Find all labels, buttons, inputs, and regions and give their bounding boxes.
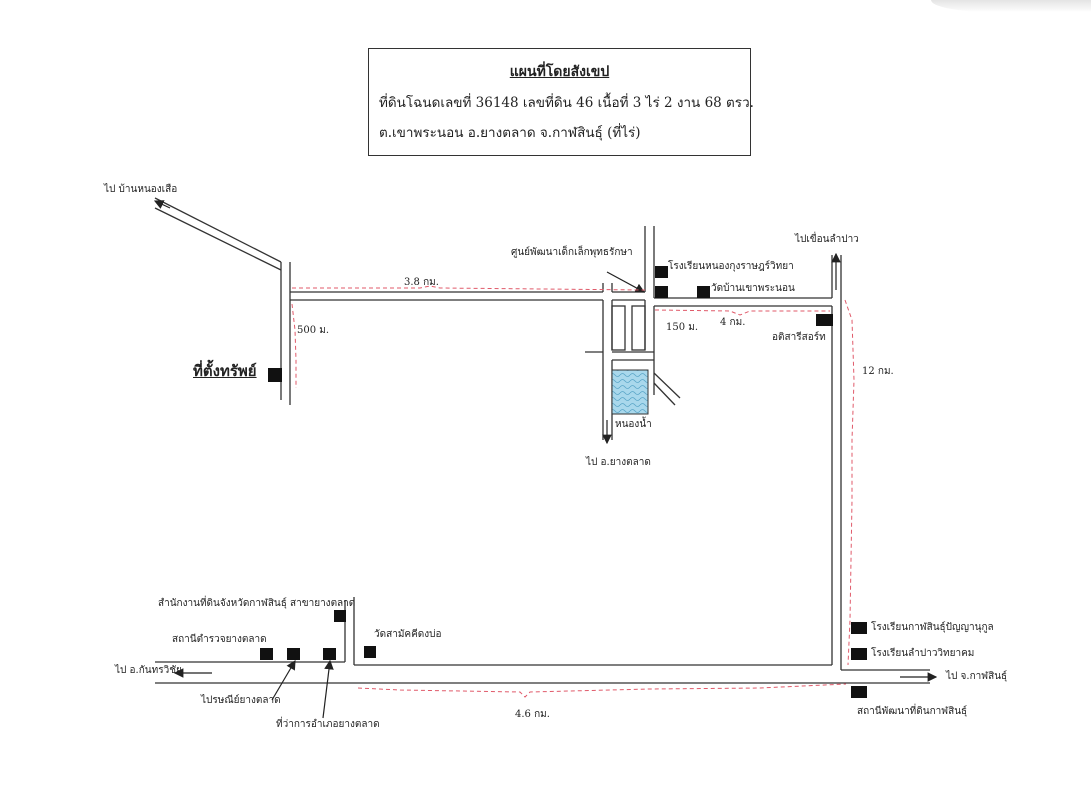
- arrow-to-ban-nong-suea: [153, 200, 171, 209]
- marker-police-station: [260, 648, 273, 660]
- label-dist-150m: 150 ม.: [666, 322, 699, 333]
- road-to-ban-nong-suea: [154, 197, 282, 271]
- pond: [611, 369, 649, 415]
- marker-school-nong-kung: [655, 266, 668, 278]
- marker-post-office: [287, 648, 300, 660]
- label-atisari-resort: อติสารีสอร์ท: [772, 332, 826, 343]
- road-lower-horizontal: [155, 597, 930, 684]
- label-land-dev-station: สถานีพัฒนาที่ดินกาฬสินธุ์: [857, 706, 968, 717]
- label-property-location: ที่ตั้งทรัพย์: [193, 362, 257, 380]
- marker-wat-samakkhi: [364, 646, 376, 658]
- label-land-office: สำนักงานที่ดินจังหวัดกาฬสินธุ์ สาขายางตล…: [158, 598, 356, 609]
- arrow-district-office: [322, 659, 334, 719]
- label-to-kalasin: ไป จ.กาฬสินธุ์: [946, 671, 1008, 682]
- label-dist-4-6km: 4.6 กม.: [515, 709, 550, 720]
- marker-school-lam-pao: [851, 648, 867, 660]
- road-east-vertical: [831, 255, 842, 670]
- label-to-lam-pao-dam: ไปเขื่อนลำปาว: [795, 234, 859, 245]
- label-to-ban-nong-suea: ไป บ้านหนองเสือ: [104, 184, 178, 195]
- route-12km: [844, 299, 855, 666]
- road-central-grid: [585, 226, 681, 440]
- road-west-vertical: [280, 262, 291, 405]
- marker-atisari-resort: [816, 314, 833, 326]
- arrow-post-office: [271, 659, 296, 701]
- location-info: ต.เขาพระนอน อ.ยางตลาด จ.กาฬสินธุ์ (ที่ไร…: [379, 125, 641, 141]
- property-marker: [268, 368, 282, 382]
- marker-land-dev-station: [851, 686, 867, 698]
- map-title-box: แผนที่โดยสังเขป ที่ดินโฉนดเลขที่ 36148 เ…: [368, 48, 754, 156]
- label-wat-ban-khao-phra-non: วัดบ้านเขาพระนอน: [711, 283, 795, 294]
- marker-wat-ban-khao-phra-non: [697, 286, 710, 298]
- label-school-kalasin-panya: โรงเรียนกาฬสินธุ์ปัญญานุกูล: [871, 622, 994, 633]
- label-school-nong-kung: โรงเรียนหนองกุงราษฎร์วิทยา: [668, 261, 794, 272]
- route-4-6km: [357, 683, 847, 698]
- route-3-8km: [292, 285, 646, 291]
- route-500m: [291, 303, 297, 388]
- label-to-yang-talat: ไป อ.ยางตลาด: [586, 457, 651, 468]
- label-dist-4km: 4 กม.: [720, 317, 746, 328]
- label-child-center: ศูนย์พัฒนาเด็กเล็กพุทธรักษา: [511, 247, 633, 258]
- road-upper-horizontal: [290, 291, 832, 307]
- deed-info: ที่ดินโฉนดเลขที่ 36148 เลขที่ดิน 46 เนื้…: [379, 95, 754, 111]
- label-post-office: ไปรษณีย์ยางตลาด: [201, 695, 281, 706]
- marker-school-kalasin-panya: [851, 622, 867, 634]
- label-police-station: สถานีตำรวจยางตลาด: [172, 634, 267, 645]
- route-4km: [654, 309, 830, 316]
- marker-land-office: [334, 610, 346, 622]
- marker-district-office: [323, 648, 336, 660]
- label-to-kamalasai: ไป อ.กันทรวิชัย: [115, 665, 182, 676]
- marker-wat-0: [655, 286, 668, 298]
- label-dist-3-8km: 3.8 กม.: [404, 277, 439, 288]
- label-school-lam-pao: โรงเรียนลำปาววิทยาคม: [871, 648, 975, 659]
- label-dist-500m: 500 ม.: [297, 325, 330, 336]
- arrow-child-center: [606, 271, 646, 293]
- page-curl-shadow: [931, 0, 1091, 12]
- label-dist-12km: 12 กม.: [862, 366, 894, 377]
- label-district-office: ที่ว่าการอำเภอยางตลาด: [276, 719, 380, 730]
- label-wat-samakkhi: วัดสามัคคีดงบ่อ: [374, 629, 442, 640]
- label-pond: หนองน้ำ: [615, 419, 652, 430]
- map-heading: แผนที่โดยสังเขป: [509, 64, 610, 80]
